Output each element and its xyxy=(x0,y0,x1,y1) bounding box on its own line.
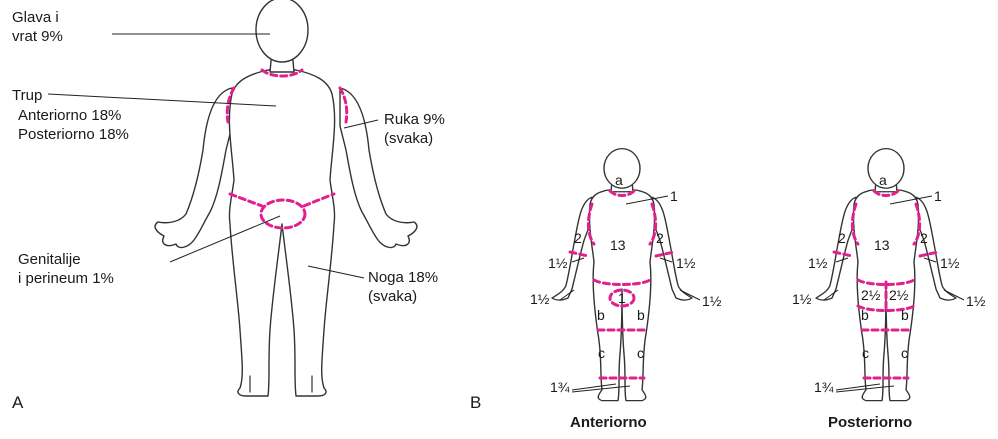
trunk-label-anterior: Anteriorno 18% xyxy=(18,107,121,124)
ant-lower-leg-right-label: c xyxy=(637,345,644,361)
posterior-caption: Posteriorno xyxy=(828,414,912,431)
ant-forearm-right-label: 1½ xyxy=(676,255,696,271)
ant-upper-arm-right-label: 2 xyxy=(656,230,664,246)
post-thigh-left-label: b xyxy=(861,307,869,323)
post-hand-left-label: 1½ xyxy=(792,291,812,307)
leg-label-line2: (svaka) xyxy=(368,288,417,305)
post-buttock-right-label: 2½ xyxy=(889,287,909,303)
post-upper-arm-left-label: 2 xyxy=(838,230,846,246)
genital-label-line1: Genitalije xyxy=(18,251,81,268)
arm-label-line1: Ruka 9% xyxy=(384,111,445,128)
panel-label-a: A xyxy=(12,393,24,412)
ant-trunk-label: 13 xyxy=(610,237,626,253)
child-anterior-figure: a 1 13 2 2 1½ 1½ 1½ 1½ 1 b b c c 1¾ Ante… xyxy=(530,149,722,431)
anterior-caption: Anteriorno xyxy=(570,414,647,431)
ant-foot-label: 1¾ xyxy=(550,379,570,395)
genital-label-line2: i perineum 1% xyxy=(18,270,114,287)
post-thigh-right-label: b xyxy=(901,307,909,323)
panel-label-b: B xyxy=(470,393,481,412)
post-head-label: a xyxy=(879,172,887,188)
ant-thigh-left-label: b xyxy=(597,307,605,323)
head-label-line2: vrat 9% xyxy=(12,28,63,45)
post-upper-arm-right-label: 2 xyxy=(920,230,928,246)
ant-thigh-right-label: b xyxy=(637,307,645,323)
ant-lower-leg-left-label: c xyxy=(598,345,605,361)
child-posterior-figure: a 1 13 2 2 1½ 1½ 1½ 1½ 2½ 2½ b b c c 1¾ … xyxy=(792,149,986,431)
post-buttock-left-label: 2½ xyxy=(861,287,881,303)
ant-genital-label: 1 xyxy=(618,290,626,306)
trunk-label-title: Trup xyxy=(12,87,42,104)
ant-forearm-left-label: 1½ xyxy=(548,255,568,271)
head-label-line1: Glava i xyxy=(12,9,59,26)
post-lower-leg-right-label: c xyxy=(901,345,908,361)
arm-label-line2: (svaka) xyxy=(384,130,433,147)
post-forearm-right-label: 1½ xyxy=(940,255,960,271)
post-lower-leg-left-label: c xyxy=(862,345,869,361)
post-neck-label: 1 xyxy=(934,188,942,204)
post-hand-right-label: 1½ xyxy=(966,293,986,309)
ant-hand-right-label: 1½ xyxy=(702,293,722,309)
trunk-label-posterior: Posteriorno 18% xyxy=(18,126,129,143)
adult-figure: Glava i vrat 9% Trup Anteriorno 18% Post… xyxy=(12,0,445,412)
ant-upper-arm-left-label: 2 xyxy=(574,230,582,246)
ant-neck-label: 1 xyxy=(670,188,678,204)
post-foot-label: 1¾ xyxy=(814,379,834,395)
post-trunk-label: 13 xyxy=(874,237,890,253)
ant-hand-left-label: 1½ xyxy=(530,291,550,307)
post-forearm-left-label: 1½ xyxy=(808,255,828,271)
ant-head-label: a xyxy=(615,172,623,188)
leg-label-line1: Noga 18% xyxy=(368,269,438,286)
